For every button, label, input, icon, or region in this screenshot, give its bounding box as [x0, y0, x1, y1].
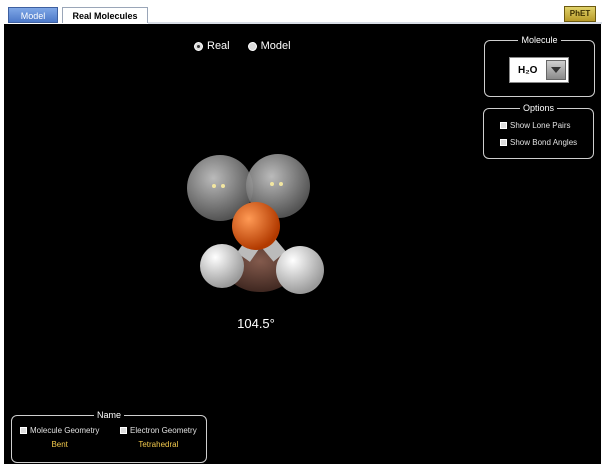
radio-real[interactable]: Real: [194, 40, 230, 52]
electron-geometry-checkbox[interactable]: [120, 427, 127, 434]
electron-geometry-label: Electron Geometry: [130, 426, 197, 435]
radio-real-indicator[interactable]: [194, 41, 203, 51]
molecule-geometry-label: Molecule Geometry: [30, 426, 100, 435]
molecule-geometry-checkbox[interactable]: [20, 427, 27, 434]
show-bond-angles-option[interactable]: Show Bond Angles: [500, 138, 577, 147]
oxygen-atom: [232, 202, 280, 250]
show-lone-pairs-label: Show Lone Pairs: [510, 121, 571, 130]
electron-geometry-value: Tetrahedral: [138, 440, 179, 449]
electron-dot: [221, 184, 225, 188]
molecule-geometry-value: Bent: [51, 440, 68, 449]
phet-logo[interactable]: PhET: [564, 6, 596, 22]
tab-real-molecules[interactable]: Real Molecules: [62, 7, 148, 23]
chevron-down-icon[interactable]: [546, 60, 566, 80]
show-bond-angles-label: Show Bond Angles: [510, 138, 578, 147]
radio-model-indicator[interactable]: [247, 41, 257, 51]
molecule-3d-view[interactable]: [174, 152, 354, 302]
show-bond-angles-checkbox[interactable]: [500, 139, 507, 146]
electron-dot: [270, 182, 274, 186]
tab-bar: Model Real Molecules PhET: [0, 0, 602, 26]
electron-geometry-section: Electron Geometry Tetrahedral: [120, 426, 197, 449]
molecule-panel-title: Molecule: [518, 35, 561, 45]
options-panel-title: Options: [519, 103, 558, 113]
view-mode-radio-group: Real Model: [194, 40, 291, 52]
electron-dot: [279, 182, 283, 186]
simulation-canvas: Real Model Molecule H₂O Options Show Lon…: [4, 24, 601, 464]
radio-model-label: Model: [260, 40, 291, 52]
molecule-geometry-section: Molecule Geometry Bent: [20, 426, 99, 449]
radio-real-label: Real: [207, 40, 230, 52]
lone-pair-right: [246, 154, 310, 218]
options-panel: Options Show Lone Pairs Show Bond Angles: [483, 103, 594, 159]
tab-model[interactable]: Model: [8, 7, 58, 23]
hydrogen-atom-left: [200, 244, 244, 288]
molecule-geometry-option[interactable]: Molecule Geometry: [20, 426, 99, 435]
show-lone-pairs-checkbox[interactable]: [500, 122, 507, 129]
bond-angle-label: 104.5°: [237, 316, 275, 331]
lone-pair-left: [187, 155, 253, 221]
name-panel: Name Molecule Geometry Bent Electron Geo…: [11, 410, 207, 463]
tab-underline: [148, 22, 602, 24]
molecule-panel: Molecule H₂O: [484, 35, 595, 97]
molecule-select[interactable]: H₂O: [509, 57, 569, 83]
name-panel-title: Name: [93, 410, 124, 420]
molecule-select-value: H₂O: [518, 64, 538, 76]
electron-geometry-option[interactable]: Electron Geometry: [120, 426, 197, 435]
electron-dot: [212, 184, 216, 188]
show-lone-pairs-option[interactable]: Show Lone Pairs: [500, 121, 570, 130]
hydrogen-atom-right: [276, 246, 324, 294]
radio-model[interactable]: Model: [247, 40, 291, 52]
